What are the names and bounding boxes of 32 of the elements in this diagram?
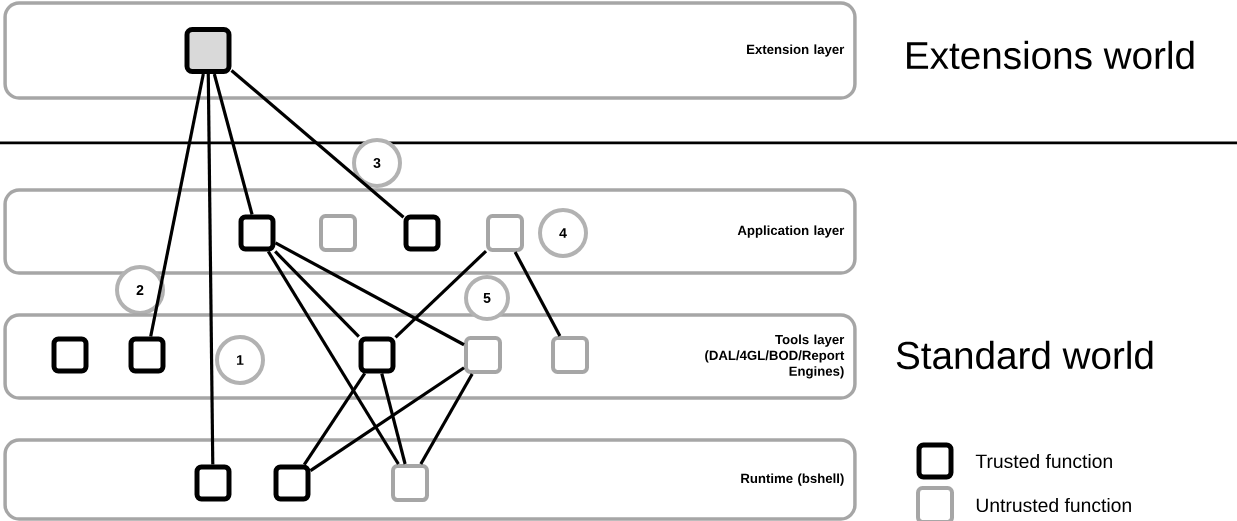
connector-line — [149, 73, 205, 337]
trusted-function-box — [273, 464, 311, 502]
connector-line — [513, 251, 562, 337]
connector-line — [212, 73, 254, 215]
layer-band: Extension layer — [3, 1, 857, 100]
untrusted-function-box — [486, 214, 524, 252]
trusted-function-box — [194, 464, 232, 502]
connector-line — [274, 250, 360, 338]
trusted-function-box — [128, 336, 166, 374]
trusted-function-box — [358, 336, 396, 374]
connector-line — [394, 249, 488, 339]
connector-line — [230, 69, 405, 219]
legend-label: Trusted function — [975, 453, 1112, 469]
trusted-function-box — [238, 214, 276, 252]
untrusted-function-box — [319, 214, 357, 252]
layer-band: Runtime (bshell) — [3, 438, 857, 521]
connector-line — [419, 373, 474, 465]
trusted-function-box — [403, 214, 441, 252]
untrusted-function-box — [464, 336, 502, 374]
connector-line — [266, 250, 400, 465]
untrusted-function-box — [391, 464, 429, 502]
connector-line — [309, 366, 465, 472]
connector-line — [302, 372, 367, 466]
connector-line — [380, 373, 407, 465]
connector-line — [274, 241, 465, 347]
connector-line — [206, 73, 215, 465]
untrusted-function-box — [551, 336, 589, 374]
legend-label: Untrusted function — [976, 497, 1131, 513]
trusted-function-box — [51, 336, 89, 374]
world-heading: Extensions world — [907, 40, 1194, 70]
function-box — [184, 27, 232, 74]
world-heading: Standard world — [896, 340, 1153, 370]
